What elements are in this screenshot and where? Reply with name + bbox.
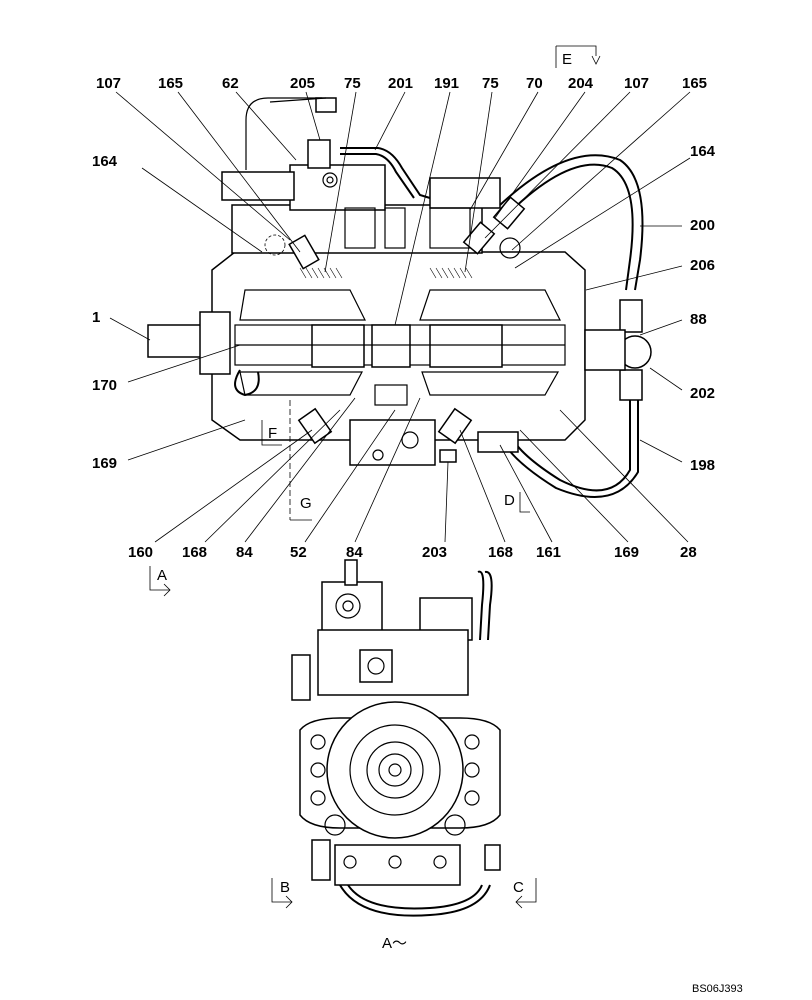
callout-top-1: 107: [96, 75, 121, 92]
callout-top-4: 205: [290, 75, 315, 92]
callout-top-3: 62: [222, 75, 239, 92]
callout-bottom-2: 168: [182, 544, 207, 561]
section-mark-b: B: [280, 879, 290, 896]
section-mark-c: C: [513, 879, 524, 896]
callout-top-5: 75: [344, 75, 361, 92]
callout-top-9: 70: [526, 75, 543, 92]
callout-top-8: 75: [482, 75, 499, 92]
spring-hatch-left: [299, 267, 343, 279]
callout-top-10: 204: [568, 75, 594, 92]
section-markers: E F G D A B C: [149, 45, 601, 909]
section-mark-f: F: [268, 425, 277, 442]
callout-left-3: 170: [92, 377, 117, 394]
section-mark-d: D: [504, 492, 515, 509]
callout-bottom-9: 169: [614, 544, 639, 561]
callout-bottom-6: 203: [422, 544, 447, 561]
drawing-code: BS06J393: [692, 983, 743, 995]
callout-right-3: 206: [690, 257, 715, 274]
section-mark-e: E: [562, 51, 572, 68]
callout-left-4: 169: [92, 455, 117, 472]
callout-right-2: 200: [690, 217, 715, 234]
callout-left-1: 164: [92, 153, 118, 170]
pump-side-view: [147, 97, 652, 520]
spring-hatch-right: [429, 267, 473, 279]
view-title: A～: [382, 935, 407, 952]
callout-top-11: 107: [624, 75, 649, 92]
callout-bottom-1: 160: [128, 544, 153, 561]
callout-bottom-8: 161: [536, 544, 561, 561]
callout-top-12: 165: [682, 75, 707, 92]
callout-top-7: 191: [434, 75, 459, 92]
pump-front-view: [291, 559, 501, 917]
callouts: 107 165 62 205 75 201 191 75 70 204 107 …: [92, 75, 716, 561]
section-mark-g: G: [300, 495, 312, 512]
callout-bottom-7: 168: [488, 544, 513, 561]
callout-right-6: 198: [690, 457, 715, 474]
callout-bottom-4: 52: [290, 544, 307, 561]
callout-bottom-10: 28: [680, 544, 697, 561]
callout-right-5: 202: [690, 385, 715, 402]
section-mark-a: A: [157, 567, 167, 584]
callout-top-6: 201: [388, 75, 413, 92]
callout-right-1: 164: [690, 143, 716, 160]
callout-left-2: 1: [92, 309, 100, 326]
callout-top-2: 165: [158, 75, 183, 92]
callout-bottom-5: 84: [346, 544, 363, 561]
callout-right-4: 88: [690, 311, 707, 328]
callout-bottom-3: 84: [236, 544, 253, 561]
leader-lines: [109, 91, 691, 543]
